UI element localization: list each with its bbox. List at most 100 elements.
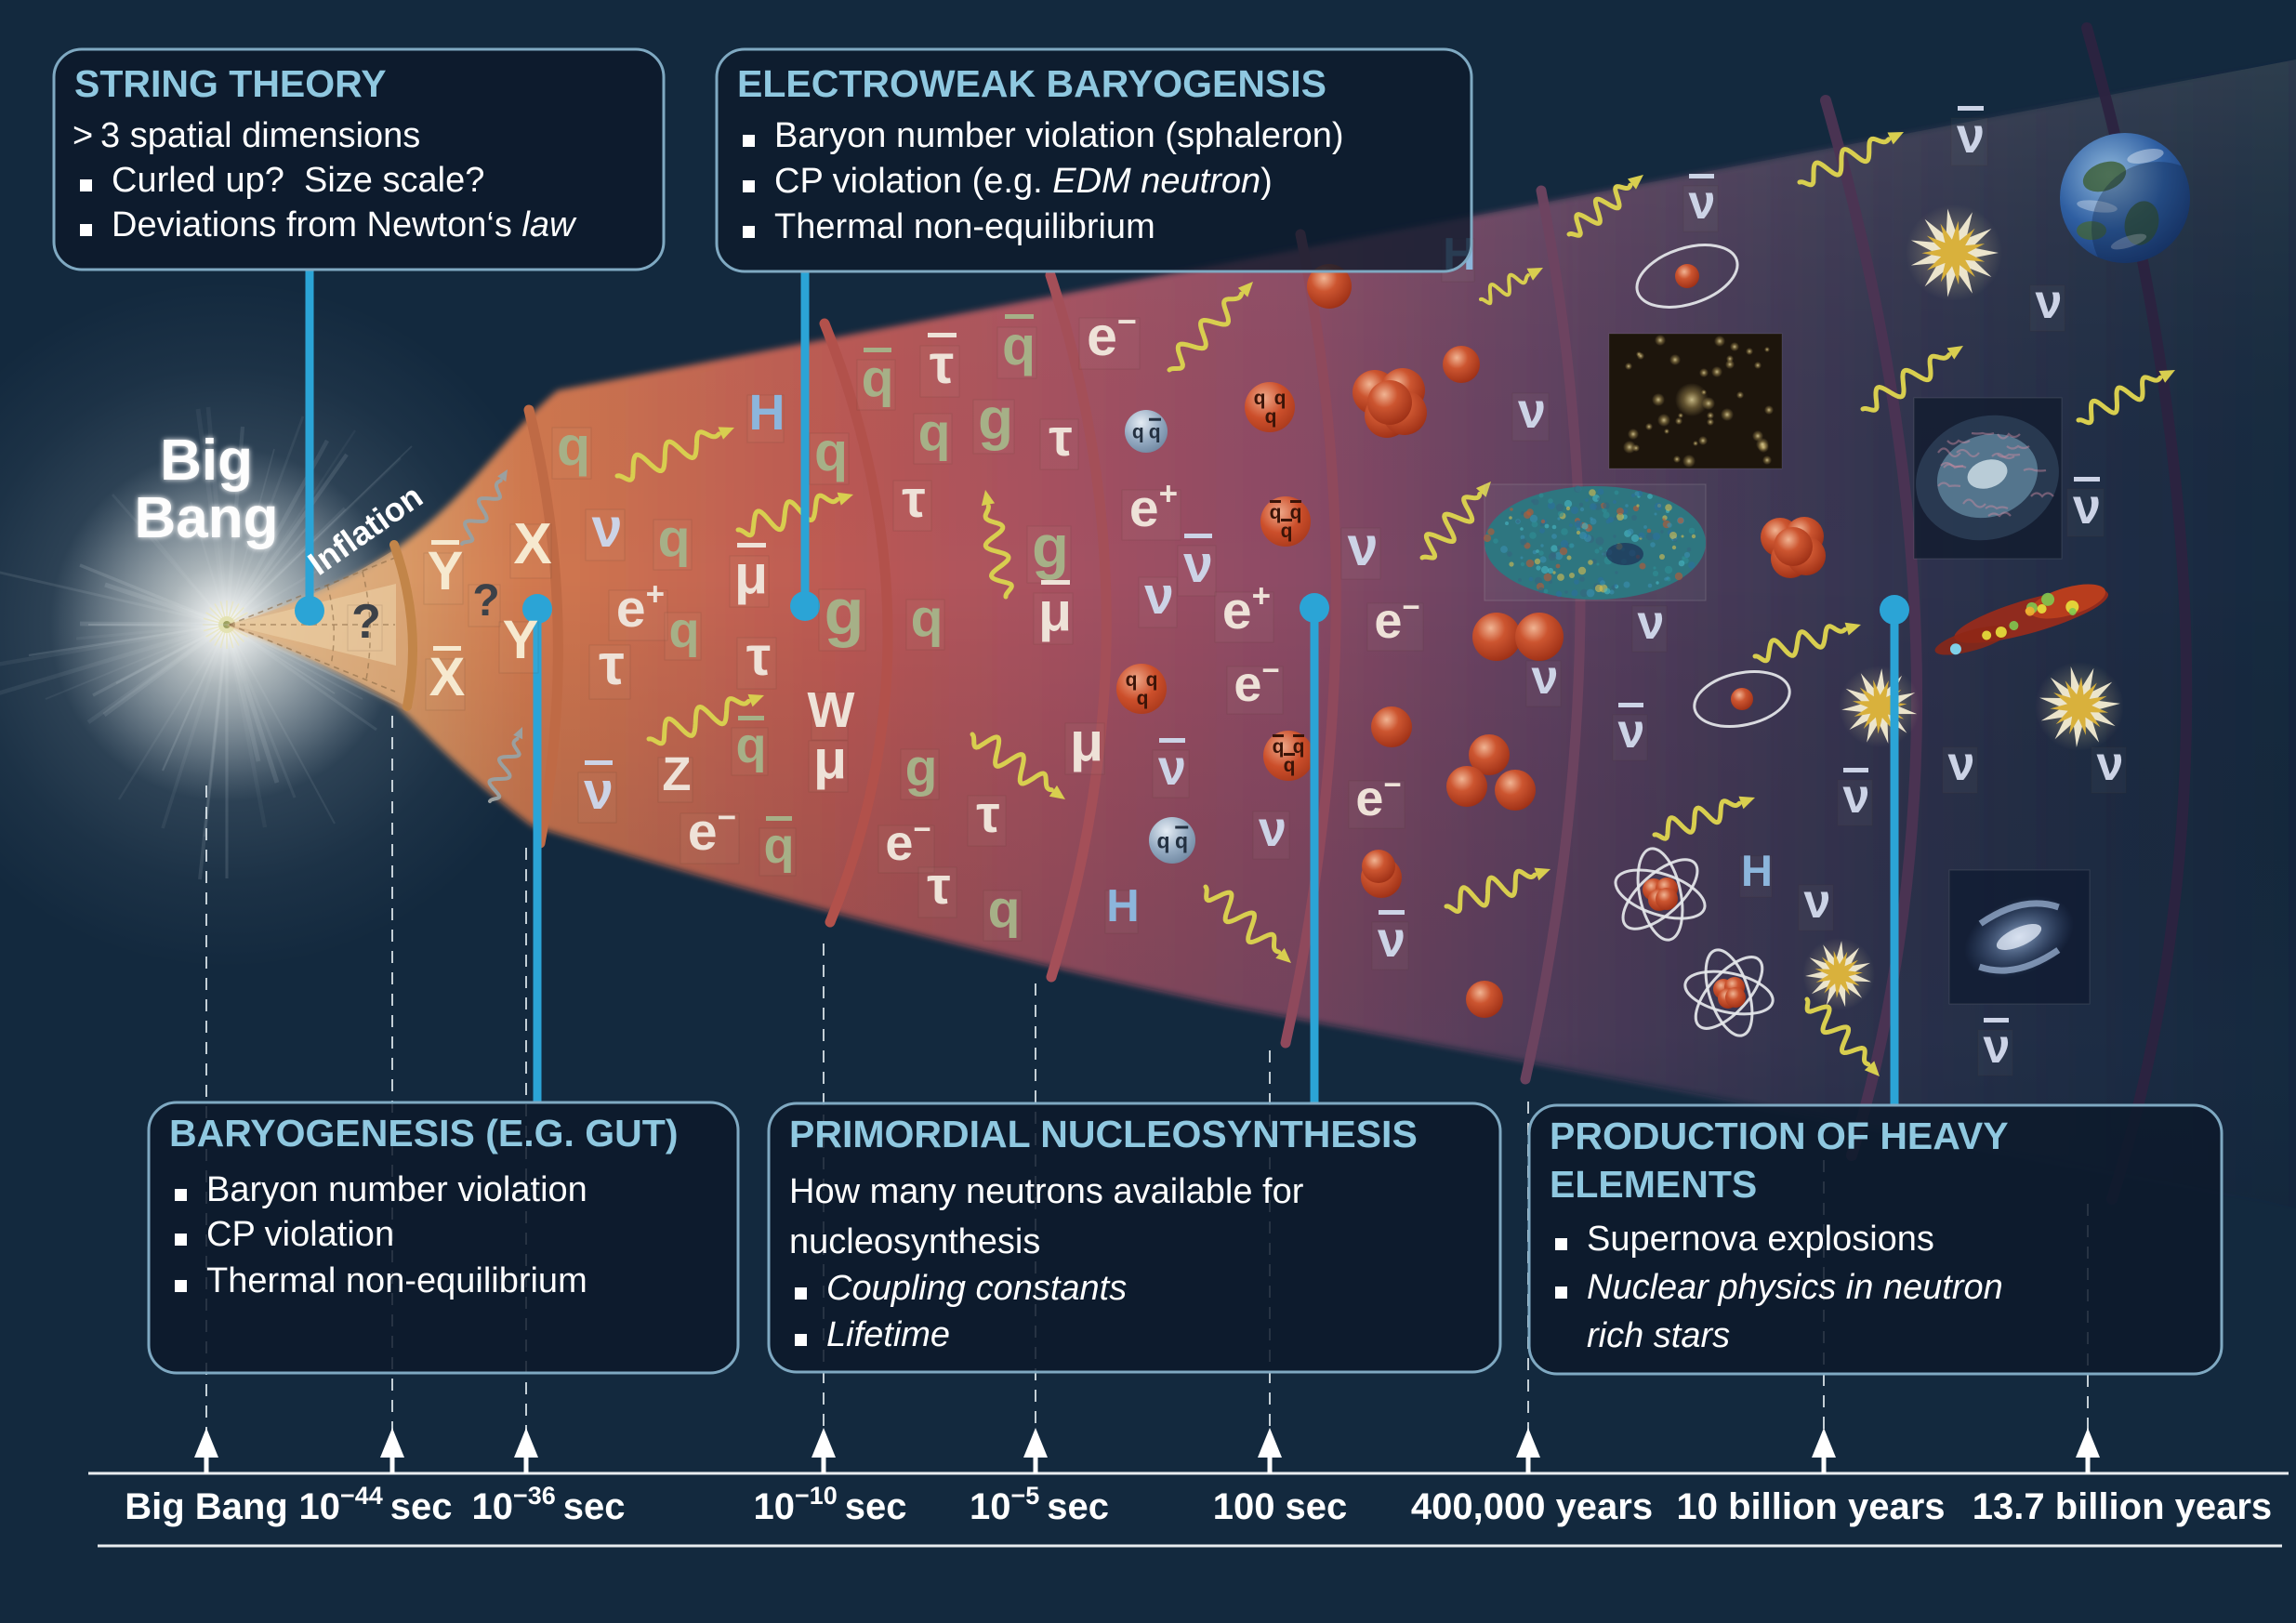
svg-text:q: q — [736, 718, 767, 773]
svg-text:ν: ν — [1158, 740, 1186, 796]
svg-text:Z: Z — [662, 747, 691, 800]
svg-text:Nuclear physics in neutron: Nuclear physics in neutron — [1587, 1268, 2003, 1307]
svg-text:PRODUCTION OF HEAVY: PRODUCTION OF HEAVY — [1550, 1115, 2009, 1157]
svg-text:q: q — [1290, 502, 1302, 523]
svg-text:?: ? — [351, 595, 381, 649]
svg-text:10−10 sec: 10−10 sec — [753, 1482, 906, 1527]
svg-text:ELECTROWEAK BARYOGENSIS: ELECTROWEAK BARYOGENSIS — [737, 62, 1326, 105]
svg-text:H: H — [749, 385, 785, 441]
svg-text:Curled up? Size scale?: Curled up? Size scale? — [112, 161, 484, 200]
svg-text:Bang: Bang — [135, 486, 279, 550]
svg-text:g: g — [1032, 512, 1069, 580]
svg-text:H: H — [1106, 881, 1139, 931]
svg-text:q: q — [1274, 388, 1287, 409]
svg-text:q: q — [658, 508, 691, 568]
svg-text:q: q — [1265, 406, 1277, 428]
svg-text:CP violation: CP violation — [206, 1215, 394, 1254]
svg-text:τ: τ — [599, 633, 625, 697]
svg-text:Lifetime: Lifetime — [826, 1315, 950, 1354]
svg-text:H: H — [1741, 846, 1773, 895]
svg-text:q: q — [1126, 669, 1138, 691]
svg-text:q: q — [911, 588, 943, 648]
svg-text:ν: ν — [2097, 737, 2124, 791]
svg-text:q: q — [814, 421, 848, 482]
svg-text:100 sec: 100 sec — [1213, 1486, 1348, 1527]
svg-text:X: X — [513, 512, 551, 576]
svg-text:τ: τ — [976, 785, 999, 844]
svg-text:How many neutrons available fo: How many neutrons available for — [789, 1172, 1304, 1211]
svg-text:X: X — [429, 647, 466, 707]
svg-text:400,000 years: 400,000 years — [1411, 1486, 1653, 1527]
svg-text:Baryon number violation: Baryon number violation — [206, 1170, 587, 1209]
svg-text:τ: τ — [927, 856, 950, 916]
svg-text:μ: μ — [1070, 711, 1103, 772]
svg-text:q: q — [1284, 755, 1296, 776]
svg-text:e−: e− — [688, 799, 736, 862]
svg-text:q: q — [1156, 828, 1169, 852]
svg-text:e−: e− — [1355, 767, 1401, 826]
svg-text:rich stars: rich stars — [1587, 1316, 1730, 1355]
svg-text:q: q — [1002, 315, 1036, 376]
svg-text:ν: ν — [1618, 705, 1645, 759]
svg-text:Baryon number violation (sphal: Baryon number violation (sphaleron) — [774, 116, 1344, 155]
svg-text:q: q — [1146, 669, 1158, 691]
svg-text:τ: τ — [746, 626, 771, 687]
svg-text:ν: ν — [1144, 566, 1174, 626]
svg-text:?: ? — [472, 576, 499, 626]
svg-text:q: q — [1137, 688, 1149, 709]
svg-text:q: q — [557, 416, 590, 477]
svg-text:10−5 sec: 10−5 sec — [970, 1482, 1109, 1527]
svg-text:q: q — [1254, 388, 1266, 409]
svg-text:μ: μ — [813, 729, 847, 790]
svg-text:ν: ν — [1843, 770, 1870, 824]
svg-text:g: g — [905, 738, 938, 798]
svg-text:g: g — [978, 388, 1013, 452]
svg-text:13.7 billion years: 13.7 billion years — [1973, 1486, 2272, 1527]
svg-text:q: q — [1273, 736, 1285, 758]
svg-text:q: q — [1270, 502, 1282, 523]
svg-text:Deviations from Newton‘s law: Deviations from Newton‘s law — [112, 205, 577, 244]
svg-text:τ: τ — [902, 469, 925, 529]
svg-text:q: q — [1281, 521, 1293, 542]
svg-text:q: q — [669, 602, 700, 658]
svg-text:ν: ν — [1183, 534, 1213, 594]
svg-text:ν: ν — [1348, 516, 1379, 577]
svg-text:BARYOGENESIS (E.G. GUT): BARYOGENESIS (E.G. GUT) — [169, 1112, 678, 1155]
svg-text:PRIMORDIAL NUCLEOSYNTHESIS: PRIMORDIAL NUCLEOSYNTHESIS — [789, 1113, 1418, 1155]
svg-text:ν: ν — [2073, 479, 2101, 534]
svg-text:CP violation (e.g. EDM neutron: CP violation (e.g. EDM neutron) — [774, 162, 1273, 201]
svg-text:3 spatial dimensions: 3 spatial dimensions — [100, 116, 420, 155]
svg-text:μ: μ — [734, 544, 768, 605]
svg-text:Big Bang: Big Bang — [125, 1486, 288, 1527]
svg-text:τ: τ — [1049, 408, 1072, 468]
svg-text:ν: ν — [1689, 176, 1716, 230]
svg-text:μ: μ — [1038, 581, 1072, 642]
svg-text:STRING THEORY: STRING THEORY — [74, 62, 387, 105]
svg-text:ν: ν — [1378, 912, 1405, 968]
svg-text:q: q — [988, 879, 1021, 939]
svg-text:ν: ν — [1259, 801, 1287, 857]
svg-text:q: q — [764, 818, 795, 874]
svg-text:Y: Y — [503, 610, 539, 670]
svg-text:ν: ν — [1532, 651, 1559, 705]
svg-text:ELEMENTS: ELEMENTS — [1550, 1163, 1757, 1206]
svg-text:nucleosynthesis: nucleosynthesis — [789, 1222, 1040, 1261]
svg-text:ν: ν — [592, 497, 623, 559]
svg-text:ν: ν — [1804, 875, 1831, 929]
svg-text:q: q — [862, 349, 894, 408]
svg-text:q: q — [1132, 422, 1144, 443]
svg-text:Supernova explosions: Supernova explosions — [1587, 1220, 1934, 1259]
svg-text:τ: τ — [930, 334, 954, 395]
svg-text:W: W — [808, 682, 855, 738]
svg-text:ν: ν — [2036, 275, 2063, 329]
svg-text:Thermal non-equilibrium: Thermal non-equilibrium — [774, 207, 1155, 246]
svg-text:ν: ν — [1984, 1020, 2011, 1074]
svg-text:10 billion years: 10 billion years — [1676, 1486, 1945, 1527]
svg-text:Big: Big — [160, 429, 253, 493]
svg-text:ν: ν — [1638, 596, 1665, 650]
svg-text:ν: ν — [1518, 383, 1546, 439]
svg-text:e−: e− — [1087, 302, 1137, 367]
svg-text:q: q — [1293, 736, 1305, 758]
svg-text:Y: Y — [428, 541, 464, 601]
svg-text:q: q — [918, 402, 951, 462]
